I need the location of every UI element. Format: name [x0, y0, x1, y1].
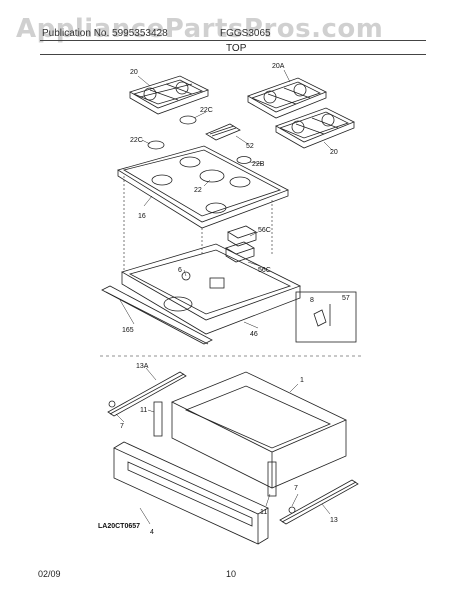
callout-7-right: 7 [294, 485, 298, 492]
drawer-bracket-left [153, 401, 163, 437]
callout-22: 22 [194, 187, 202, 194]
callout-7-left: 7 [120, 423, 124, 430]
inset-box [295, 291, 357, 343]
grate-right-upper [247, 77, 327, 119]
callout-56c-lower: 56C [258, 267, 271, 274]
model-number: FGGS3065 [220, 28, 271, 39]
footer-date: 02/09 [38, 569, 61, 579]
footer-page-number: 10 [226, 569, 237, 579]
warmer-drawer [171, 371, 347, 489]
drawer-front [113, 441, 269, 545]
callout-22c-left: 22C [130, 137, 143, 144]
callout-13a: 13A [136, 363, 149, 370]
front-rail [101, 285, 213, 345]
callout-20-left: 20 [130, 69, 138, 76]
callout-22b: 22B [252, 161, 265, 168]
burner-cap-22c-left [147, 140, 165, 150]
callout-4: 4 [150, 529, 154, 536]
callout-1: 1 [300, 377, 304, 384]
grate-right-lower [275, 107, 355, 149]
callout-6: 6 [178, 267, 182, 274]
callout-11-right: 11 [260, 509, 267, 516]
publication-number: Publication No. 5995353428 [42, 28, 168, 39]
callout-46: 46 [250, 331, 258, 338]
burner-cap-22c-top [179, 115, 197, 125]
grate-left [129, 75, 210, 115]
callout-11-left: 11 [140, 407, 147, 414]
callout-20a: 20A [272, 63, 285, 70]
callout-16: 16 [138, 213, 146, 220]
diagram-id: LA20CT0657 [98, 523, 140, 530]
burner-box [120, 243, 302, 335]
burner-cap-22b [236, 156, 252, 164]
callout-52: 52 [246, 143, 254, 150]
part-56c-upper [227, 225, 257, 247]
callout-56c-upper: 56C [258, 227, 271, 234]
section-title: TOP [226, 43, 247, 54]
header-rule [40, 40, 426, 41]
title-rule [40, 54, 426, 55]
callout-57: 57 [342, 295, 350, 302]
part-52 [205, 123, 241, 141]
slide-rail-13a [107, 371, 187, 417]
callout-13: 13 [330, 517, 338, 524]
drawer-bracket-right [267, 461, 277, 497]
callout-8: 8 [310, 297, 314, 304]
slide-rail-13 [279, 479, 359, 525]
callout-20-right: 20 [330, 149, 338, 156]
valve-part [313, 304, 331, 327]
watermark: AppliancePartsPros.com [16, 14, 384, 44]
callout-22c-top: 22C [200, 107, 213, 114]
callout-165: 165 [122, 327, 134, 334]
